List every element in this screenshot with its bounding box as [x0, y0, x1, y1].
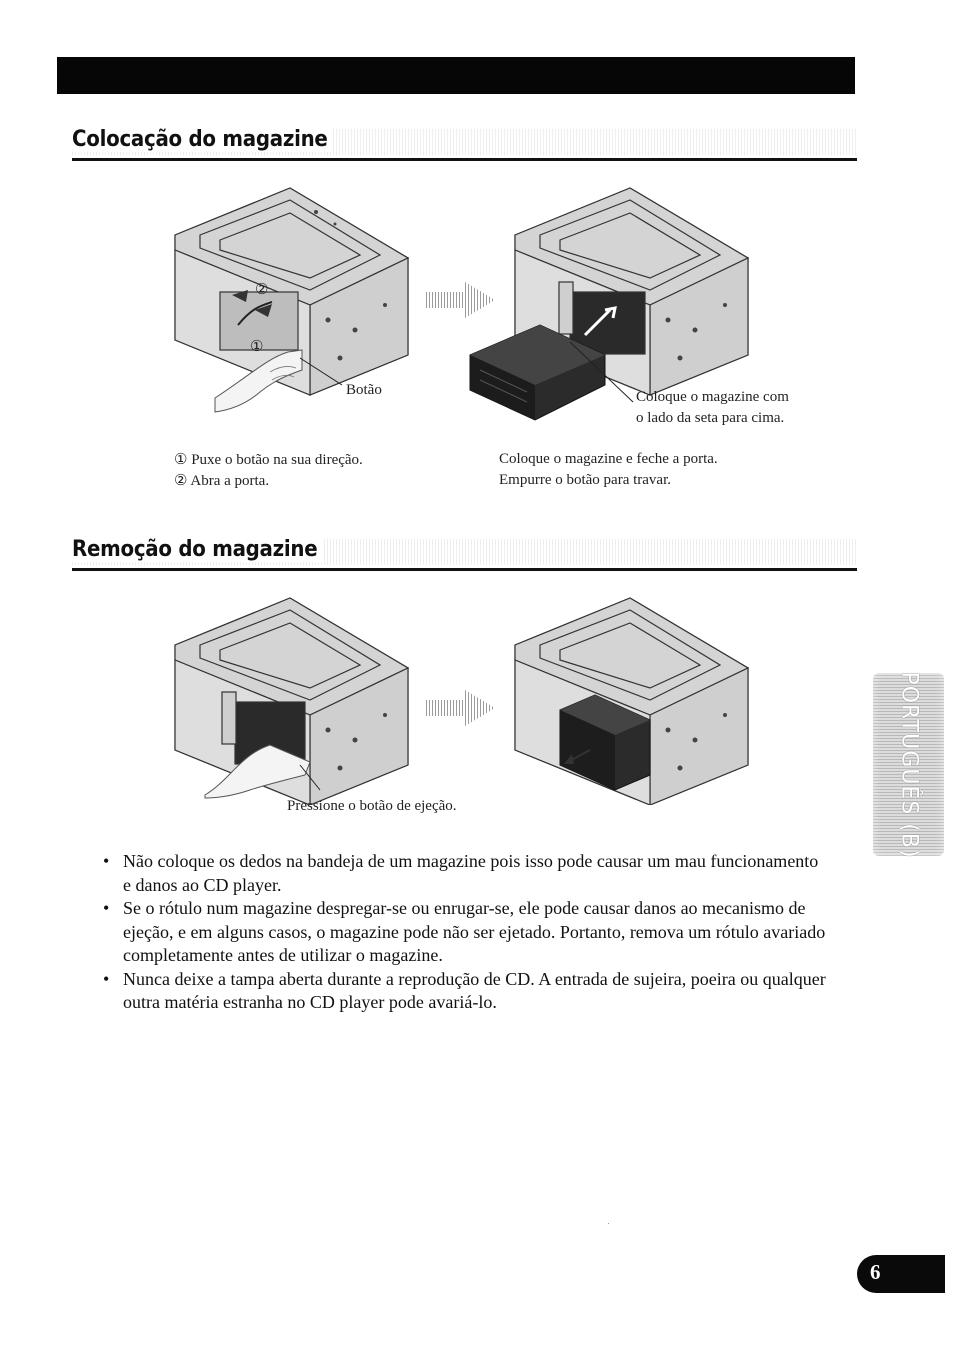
illustration-insert-magazine — [469, 187, 750, 421]
illustration-open-door: ② ① Botão — [174, 187, 410, 413]
section-heading-insert: Colocação do magazine — [72, 125, 857, 161]
caption-line: Empurre o botão para travar. — [499, 472, 672, 488]
caption-line: ① Puxe o botão na sua direção. — [174, 452, 363, 468]
page-number-badge: 6 — [857, 1255, 945, 1293]
callout-line: Pressione o botão de ejeção. — [287, 798, 457, 814]
arrow-icon — [425, 282, 495, 318]
section-title-insert: Colocação do magazine — [72, 127, 333, 152]
caption-line: ② Abra a porta. — [174, 473, 270, 489]
note-item: • Não coloque os dedos na bandeja de um m… — [100, 850, 830, 897]
caption-insert-magazine: Coloque o magazine e feche a porta. Empu… — [499, 449, 718, 491]
note-text: Nunca deixe a tampa aberta durante a rep… — [123, 968, 826, 1013]
notes-list: • Não coloque os dedos na bandeja de um m… — [100, 850, 830, 1015]
bullet-icon: • — [103, 851, 110, 871]
illustration-magazine-ejected — [514, 597, 750, 805]
callout-line: o lado da seta para cima. — [636, 410, 785, 426]
heading-rule — [72, 568, 857, 571]
insert-direction-callout: Coloque o magazine com o lado da seta pa… — [636, 387, 789, 429]
arrow-icon — [425, 690, 495, 726]
caption-open-door: ① Puxe o botão na sua direção. ② Abra a … — [174, 450, 363, 492]
bullet-icon: • — [103, 968, 110, 989]
page-number: 6 — [870, 1260, 881, 1284]
print-speck — [608, 1223, 609, 1224]
header-bar — [57, 57, 855, 94]
note-item: • Nunca deixe a tampa aberta durante a re… — [100, 968, 830, 1015]
caption-line: Coloque o magazine e feche a porta. — [499, 451, 718, 467]
bullet-icon: • — [103, 898, 110, 918]
language-tab-label: PORTUGUÊS (B) — [896, 670, 921, 859]
section-title-remove: Remoção do magazine — [72, 537, 323, 562]
callout-line: Coloque o magazine com — [636, 389, 789, 405]
note-text: Não coloque os dedos na bandeja de um ma… — [123, 851, 819, 895]
note-text: Se o rótulo num magazine despregar-se ou… — [123, 898, 826, 965]
step-2-marker: ② — [255, 282, 268, 298]
eject-callout: Pressione o botão de ejeção. — [287, 796, 457, 817]
step-1-marker: ① — [250, 339, 263, 355]
section-heading-remove: Remoção do magazine — [72, 535, 857, 571]
note-item: • Se o rótulo num magazine despregar-se o… — [100, 897, 830, 968]
button-label: Botão — [346, 382, 382, 398]
illustration-press-eject — [174, 597, 410, 805]
language-tab: PORTUGUÊS (B) — [873, 670, 944, 859]
heading-rule — [72, 158, 857, 161]
